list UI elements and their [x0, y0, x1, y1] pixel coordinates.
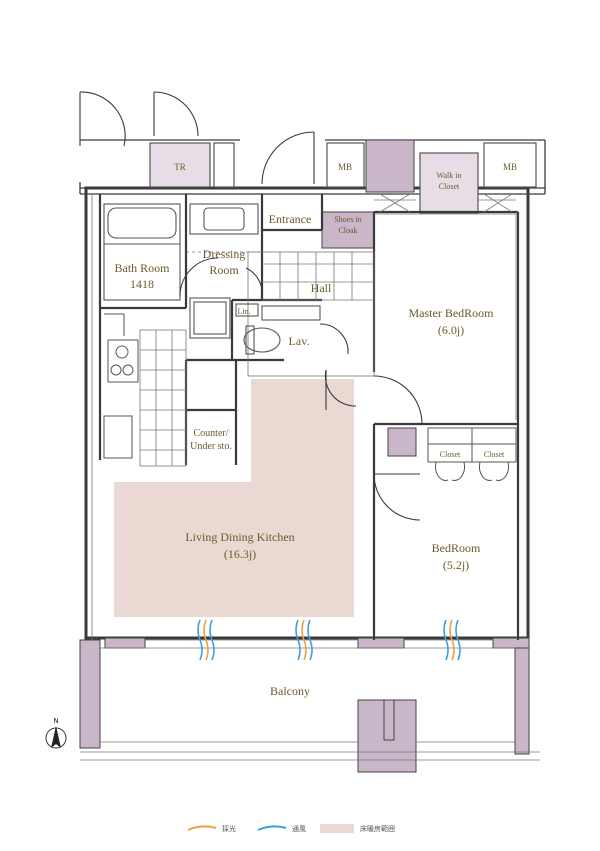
compass-north-label: N — [53, 717, 58, 725]
pillar-top-center — [365, 139, 415, 193]
closets — [427, 427, 517, 481]
label-ldk-size: (16.3j) — [224, 547, 256, 561]
legend-air-swatch — [257, 825, 287, 831]
label-shoes-in-closet-2: Cloak — [338, 226, 357, 235]
label-lin: Lin. — [237, 307, 250, 316]
label-entrance: Entrance — [269, 212, 312, 226]
compass: N — [45, 717, 67, 749]
legend-light-label: 採光 — [222, 824, 236, 833]
label-bath-room: Bath Room — [114, 261, 170, 275]
label-hall: Hall — [311, 281, 332, 295]
label-counter-2: Under sto. — [190, 441, 232, 452]
label-master-bedroom-size: (6.0j) — [438, 323, 464, 337]
label-ldk: Living Dining Kitchen — [185, 530, 294, 544]
room-labels: TR MB MB Walk in Closet Entrance Shoes i… — [114, 162, 517, 698]
label-mb-right: MB — [503, 162, 517, 172]
label-dressing-room-1: Dressing — [203, 247, 246, 261]
bathtub — [103, 203, 181, 301]
label-tr: TR — [174, 162, 186, 172]
legend-air-label: 通風 — [292, 824, 306, 833]
label-walk-in-closet-1: Walk in — [437, 171, 462, 180]
label-bedroom-size: (5.2j) — [443, 558, 469, 572]
label-dressing-room-2: Room — [209, 263, 239, 277]
label-balcony: Balcony — [270, 684, 310, 698]
shafts — [149, 142, 537, 214]
toilet — [235, 303, 321, 355]
ventilation-markers — [197, 619, 461, 661]
detail-lines — [80, 193, 540, 761]
floor-heating-area — [114, 379, 354, 617]
label-counter-1: Counter/ — [194, 428, 229, 439]
doors — [79, 91, 423, 521]
label-mb-left: MB — [338, 162, 352, 172]
label-closet-a: Closet — [440, 450, 461, 459]
vanity — [189, 203, 259, 339]
label-lav: Lav. — [289, 334, 310, 348]
label-bath-size: 1418 — [130, 277, 154, 291]
label-master-bedroom: Master BedRoom — [409, 306, 495, 320]
legend: 採光 通風 床暖房範囲 — [187, 824, 395, 833]
label-shoes-in-closet-1: Shoes in — [334, 215, 361, 224]
label-closet-b: Closet — [484, 450, 505, 459]
stove — [103, 313, 139, 459]
legend-heating-label: 床暖房範囲 — [360, 824, 395, 833]
north-arrow-icon — [51, 726, 61, 748]
label-walk-in-closet-2: Closet — [439, 182, 460, 191]
legend-heating-swatch — [320, 824, 354, 833]
label-bedroom: BedRoom — [432, 541, 481, 555]
legend-light-swatch — [187, 825, 217, 831]
